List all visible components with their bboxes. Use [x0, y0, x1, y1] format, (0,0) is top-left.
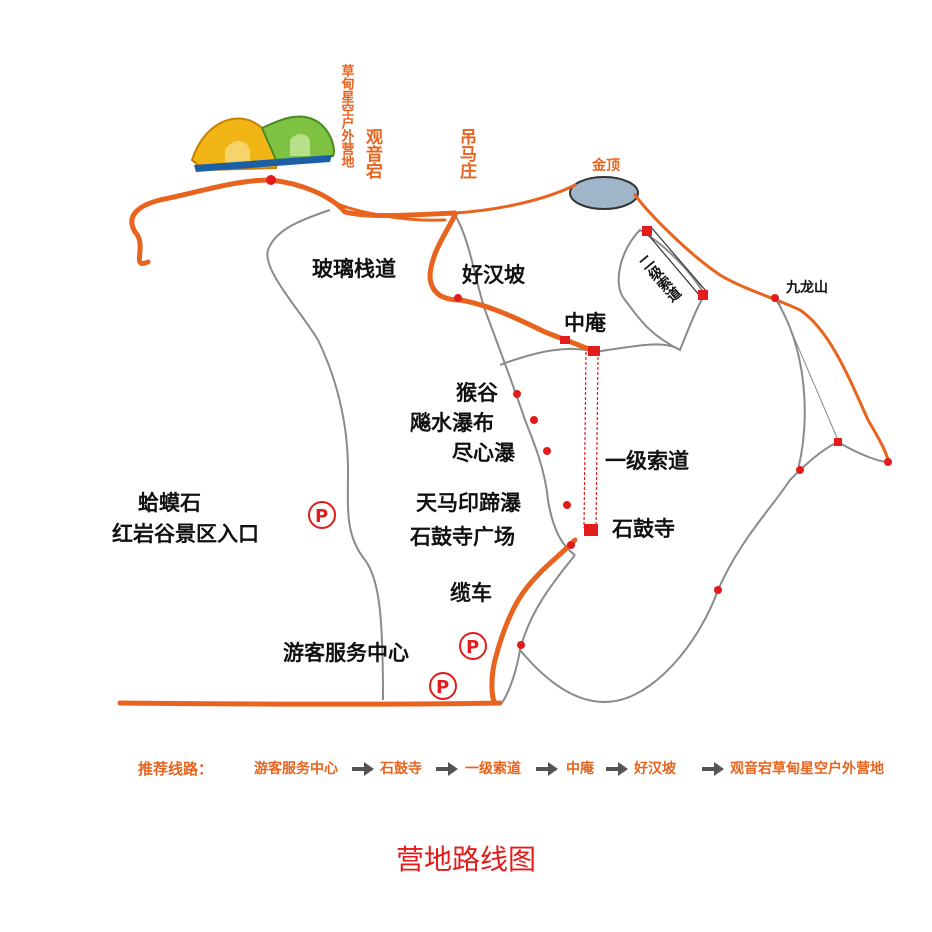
recommend-step: 观音宕草甸星空户外营地 [730, 761, 884, 777]
recommend-step: 好汉坡 [634, 761, 676, 777]
label-jiulongshan: 九龙山 [785, 279, 828, 296]
arrow-right-icon [606, 762, 628, 776]
tent-icon [190, 115, 335, 172]
label-haohanpo: 好汉坡 [461, 263, 525, 287]
label-jinding: 金顶 [591, 157, 620, 174]
recommend-step: 游客服务中心 [254, 761, 338, 777]
arrow-right-icon [352, 762, 374, 776]
recommended-route: 推荐线路： 游客服务中心 石鼓寺 一级索道 中庵 好汉坡 观音宕草甸星空户外营地 [0, 758, 932, 782]
label-guanyin: 观音宕 [362, 128, 384, 180]
label-visitor-center: 游客服务中心 [283, 641, 409, 665]
label-lanche: 缆车 [450, 581, 492, 605]
label-zhongan: 中庵 [564, 311, 607, 335]
stations [266, 175, 892, 649]
label-glass-plank: 玻璃栈道 [312, 257, 396, 281]
recommend-step: 一级索道 [465, 761, 521, 777]
arrow-right-icon [702, 762, 724, 776]
arrow-right-icon [436, 762, 458, 776]
label-diaomazhuang: 吊马庄 [456, 128, 477, 180]
label-hongyangu: 红岩谷景区入口 [112, 522, 259, 546]
cable2-line [644, 225, 707, 297]
parking-letter: P [436, 677, 449, 698]
cable1-line [583, 351, 599, 529]
label-shigusi-square: 石鼓寺广场 [409, 525, 515, 549]
jinding-lake [569, 176, 639, 210]
recommend-step: 石鼓寺 [380, 761, 422, 777]
arrow-right-icon [536, 762, 558, 776]
parking-letter: P [466, 637, 479, 658]
label-hamashi: 蛤蟆石 [138, 491, 201, 515]
cable2-zone [617, 228, 707, 352]
secondary-roads [266, 209, 889, 706]
map-caption: 营地路线图 [395, 843, 536, 876]
parking-icon [308, 501, 487, 700]
label-cable1: 一级索道 [605, 449, 689, 473]
label-vertical-camp: 草甸星空户外营地 [339, 63, 356, 169]
label-jinxin: 尽心瀑 [452, 441, 516, 465]
label-hougu: 猴谷 [456, 381, 499, 405]
label-piaoshui: 飚水瀑布 [410, 411, 494, 435]
parking-letter: P [315, 506, 328, 527]
label-tianma: 天马印蹄瀑 [416, 491, 522, 515]
label-shigusi: 石鼓寺 [611, 517, 675, 541]
jiulong-line [777, 299, 839, 441]
recommend-step: 中庵 [566, 761, 594, 777]
recommend-head: 推荐线路： [138, 760, 214, 778]
